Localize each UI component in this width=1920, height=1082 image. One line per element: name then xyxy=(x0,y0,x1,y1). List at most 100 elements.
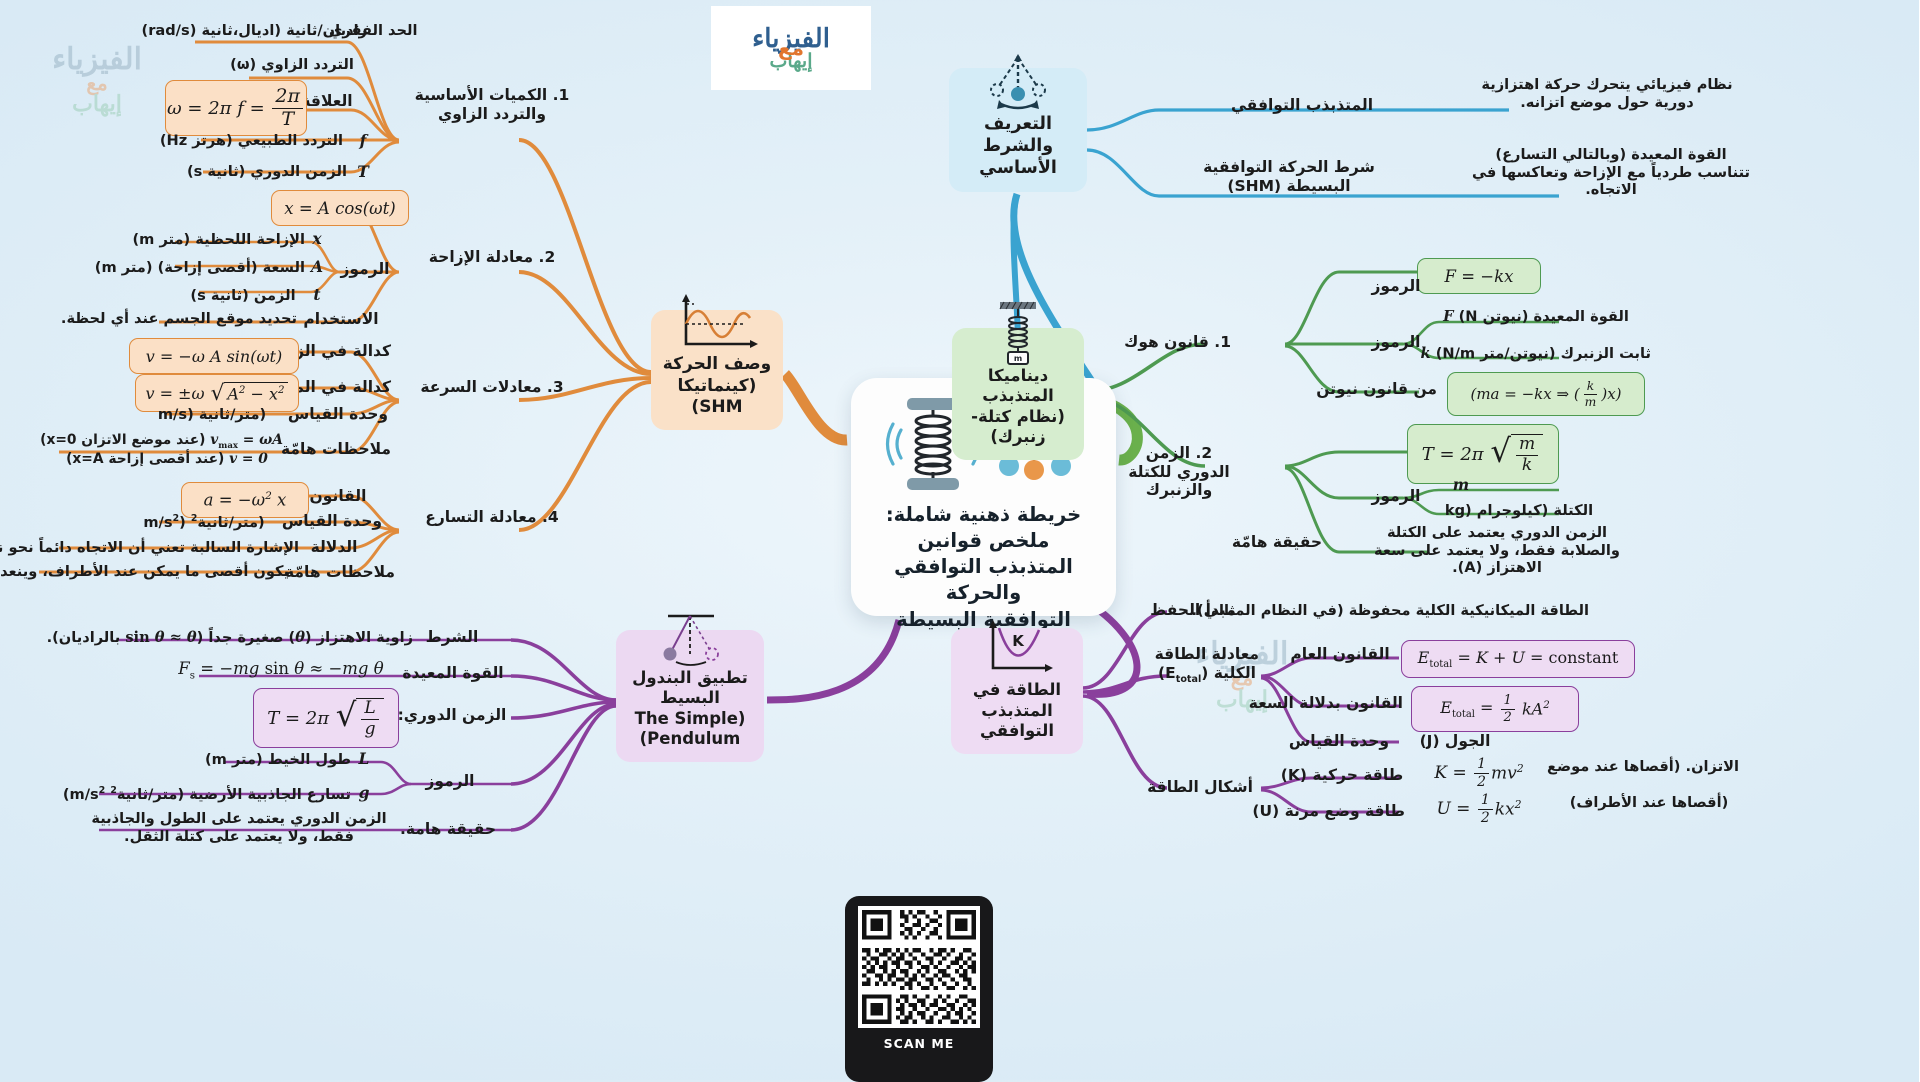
dynamics-g0-item1-label: من قانون نيوتن xyxy=(1317,380,1438,398)
pendulum-item1-label: القوة المعيدة xyxy=(403,664,505,682)
watermark-top-left: الفيزياء مع إيهاب xyxy=(28,26,168,132)
kinematics-g1-usage-value: تحديد موقع الجسم عند أي لحظة. xyxy=(61,310,298,327)
kinematics-g1-usage-label: الاستخدام xyxy=(304,310,380,328)
kinematics-g3-item0-label: القانون xyxy=(310,487,368,505)
dynamics-g0-symbols-label-1: الرموز xyxy=(1372,277,1422,295)
dynamics-sym-m: m xyxy=(1453,475,1471,494)
dynamics-sym-m-text: الكتلة (كيلوجرام (kg xyxy=(1445,502,1595,519)
kinematics-g3-item2-label: الدلالة xyxy=(311,538,359,556)
kinematics-g3-item1-value: (متر/ثانية2 (m/s2 xyxy=(144,513,266,531)
formula-pendulum-restoring-force: Fs = −mg sin θ ≈ −mg θ xyxy=(179,658,385,682)
energy-g2-item0-label: طاقة حركية (K) xyxy=(1281,766,1405,784)
energy-group-1-title: معادلة الطاقة الكلية (Etotal) xyxy=(1155,645,1260,685)
energy-g2-item1-label: طاقة وضع مرنة (U) xyxy=(1253,802,1406,820)
definition-item-1-label: شرط الحركة التوافقية البسيطة (SHM) xyxy=(1204,158,1376,195)
svg-text:m: m xyxy=(1015,354,1023,363)
kinematics-group-3-title: 4. معادلة التسارع xyxy=(426,508,560,526)
pendulum-item0-value: زاوية الاهتزاز (θ) صغيرة جداً (sin θ ≈ θ… xyxy=(47,629,414,646)
kinematics-group-0-title: 1. الكميات الأساسية والتردد الزاوي xyxy=(415,86,571,123)
watermark-mid: مع xyxy=(87,70,109,95)
branch-hub-energy[interactable]: K الطاقة في المتذبذب التوافقي xyxy=(952,620,1084,754)
watermark-center-right: الفيزياء مع إيهاب xyxy=(1168,618,1318,730)
pendulum-fact-label: حقيقة هامة. xyxy=(400,820,498,838)
dynamics-g0-symbols-label-2: الرموز xyxy=(1372,333,1422,351)
definition-item-0-label: المتذبذب التوافقي xyxy=(1231,96,1375,114)
kinematics-g2-item0-label: كدالة في الزمن xyxy=(272,342,392,360)
logo-mid: مع xyxy=(778,36,806,60)
formula-velocity-position: v = ±ω √A2 − x2 xyxy=(136,374,300,412)
watermark-line1: الفيزياء xyxy=(1196,635,1290,672)
energy-g1-item0-label: القانون العام xyxy=(1291,645,1391,663)
branch-hub-energy-label: الطاقة في المتذبذب التوافقي xyxy=(973,680,1063,741)
watermark-mid: مع xyxy=(1231,664,1255,690)
kinematics-g1-symbols-label: الرموز xyxy=(341,260,391,278)
branch-hub-pendulum-label: تطبيق البندول البسيط (The Simple Pendulu… xyxy=(633,667,749,749)
energy-g1-item1-label: القانون بدلالة السعة xyxy=(1249,694,1404,712)
kinematics-g2-item2-value: (متر/ثانية (m/s xyxy=(158,406,268,423)
kinematics-g0-item1-label: العلاقة xyxy=(302,92,354,110)
qr-scan-label: SCAN ME xyxy=(884,1036,956,1051)
svg-text:K: K xyxy=(1013,632,1026,650)
kinematics-g0-item3-value: الزمن الدوري (ثانية s) xyxy=(187,163,348,180)
pendulum-symbols-label: الرموز xyxy=(426,772,476,790)
kinematics-g0-item2-value: التردد الطبيعي (هرتز Hz) xyxy=(160,132,344,149)
spring-mass-icon: m xyxy=(963,300,1075,366)
pendulum-swing-icon xyxy=(960,52,1078,114)
formula-hooke-law: F = −kx xyxy=(1418,258,1542,294)
kinematics-g2-item1-label: كدالة في الموقع xyxy=(264,378,392,396)
sym-x-text: الإزاحة اللحظية (متر m) xyxy=(133,231,307,248)
energy-g1-item2-value: الجول (J) xyxy=(1420,732,1492,750)
definition-item-0-value: نظام فيزيائي يتحرك حركة اهتزازية دورية ح… xyxy=(1482,76,1734,111)
kinematics-g0-item0-sublabel: الحد الفقري xyxy=(330,22,419,39)
sym-x: x xyxy=(313,229,323,248)
dynamics-g1-fact-value: الزمن الدوري يعتمد على الكتلة والصلابة ف… xyxy=(1375,524,1621,576)
formula-energy-total: Etotal = K + U = constant xyxy=(1402,640,1636,678)
sym-t: t xyxy=(314,285,322,304)
pendulum-item0-label: الشرط xyxy=(426,628,480,646)
logo-line1: الفيزياء xyxy=(753,24,832,54)
watermark-line1: الفيزياء xyxy=(53,41,143,77)
logo-line2: إيهاب xyxy=(770,50,814,72)
kinematics-g3-item1-label: وحدة القياس xyxy=(282,512,384,530)
kinematics-g2-item3-value: vmax = ωA (عند موضع الاتزان x=0) v = 0 (… xyxy=(41,432,284,468)
dynamics-group-0-title: 1. قانون هوك xyxy=(1125,333,1232,351)
sym-A-text: السعة (أقصى إزاحة) (متر m) xyxy=(95,259,306,276)
branch-hub-dynamics[interactable]: m ديناميكا المتذبذب (نظام كتلة-زنبرك) xyxy=(953,301,1085,460)
branch-hub-definition[interactable]: التعريف والشرط الأساسي xyxy=(950,54,1088,192)
dynamics-group-1-title: 2. الزمن الدوري للكتلة والزنبرك xyxy=(1129,444,1231,500)
energy-g1-item2-label: وحدة القياس xyxy=(1289,732,1391,750)
kinematics-g2-item2-label: وحدة القياس xyxy=(288,405,390,423)
kinematics-g2-item3-label: ملاحظات هامّة xyxy=(282,440,392,458)
sym-A: A xyxy=(311,257,325,276)
branch-hub-kinematics[interactable]: وصف الحركة (كينماتيكا SHM) xyxy=(652,294,784,430)
qr-code-block[interactable]: SCAN ME xyxy=(846,896,994,1082)
dynamics-g1-symbols-label: الرموز xyxy=(1372,487,1422,505)
watermark-line2: إيهاب xyxy=(73,90,123,117)
pendulum-fact-value: الزمن الدوري يعتمد على الطول والجاذبية ف… xyxy=(92,810,388,845)
formula-displacement: x = A cos(ωt) xyxy=(272,190,410,226)
pendulum-item2-label: الزمن الدوري: xyxy=(398,706,508,724)
branch-hub-pendulum[interactable]: تطبيق البندول البسيط (The Simple Pendulu… xyxy=(617,614,765,762)
formula-velocity-time: v = −ω A sin(ωt) xyxy=(130,338,300,374)
energy-g2-item1-value: (أقصاها عند الأطراف) xyxy=(1570,794,1730,811)
kinematics-g0-item2-symbol: f xyxy=(360,131,368,150)
kinematics-g3-item3-value: يكون أقصى ما يمكن عند الأطراف، وينعدم عن… xyxy=(0,563,290,580)
qr-code-image xyxy=(859,906,981,1028)
formula-acceleration: a = −ω2 x xyxy=(182,482,310,518)
branch-hub-definition-label: التعريف والشرط الأساسي xyxy=(980,114,1058,179)
dynamics-sym-F: القوة المعيدة (نيوتن F (N xyxy=(1444,308,1630,325)
definition-item-1-value: القوة المعيدة (وبالتالي التسارع) تتناسب … xyxy=(1472,146,1752,198)
watermark-line2: إيهاب xyxy=(1216,685,1270,713)
energy-group-0-value: الطاقة الميكانيكية الكلية محفوظة (في الن… xyxy=(1192,602,1590,619)
pendulum-sym-L: L xyxy=(359,749,371,768)
kinematics-g0-item0-value: راديان/ثانية (اديال،ثانية (rad/s) xyxy=(142,22,368,39)
branch-hub-kinematics-label: وصف الحركة (كينماتيكا SHM) xyxy=(663,354,773,417)
energy-group-2-title: أشكال الطاقة xyxy=(1148,778,1254,796)
